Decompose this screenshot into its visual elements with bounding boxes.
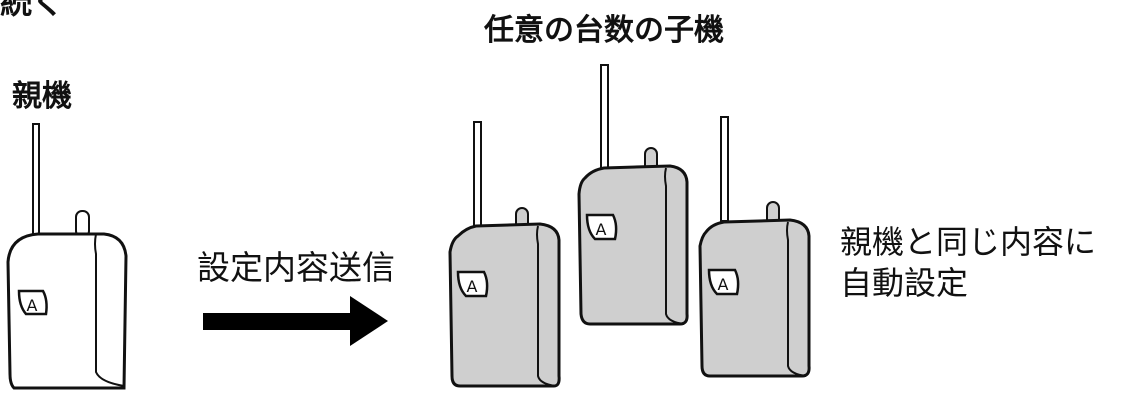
parent-unit-label: 親機 xyxy=(12,79,72,114)
child-2-badge-icon: A xyxy=(585,213,618,241)
child-device-2: A xyxy=(577,64,689,326)
device-badge-letter: A xyxy=(27,296,38,315)
device-badge-letter: A xyxy=(596,220,607,239)
auto-config-label-line2: 自動設定 xyxy=(840,264,969,302)
child-2-antenna xyxy=(600,64,609,176)
child-1-badge-icon: A xyxy=(456,270,489,298)
send-arrow xyxy=(203,296,388,346)
parent-badge-icon: A xyxy=(17,289,48,316)
child-device-1: A xyxy=(448,121,561,388)
child-1-antenna xyxy=(473,121,482,233)
child-3-antenna xyxy=(720,116,729,222)
auto-config-label-line1: 親機と同じ内容に xyxy=(840,223,1097,261)
corner-heading-fragment: 続く xyxy=(0,0,65,21)
device-badge-letter: A xyxy=(467,277,478,296)
child-1-body xyxy=(448,222,561,388)
parent-device: A xyxy=(6,123,128,390)
child-2-body xyxy=(577,164,689,326)
child-3-body xyxy=(698,218,811,378)
device-badge-letter: A xyxy=(718,275,729,294)
send-settings-label: 設定内容送信 xyxy=(197,248,395,287)
child-units-label: 任意の台数の子機 xyxy=(484,13,724,48)
child-3-badge-icon: A xyxy=(707,268,740,296)
child-device-3: A xyxy=(698,116,811,378)
